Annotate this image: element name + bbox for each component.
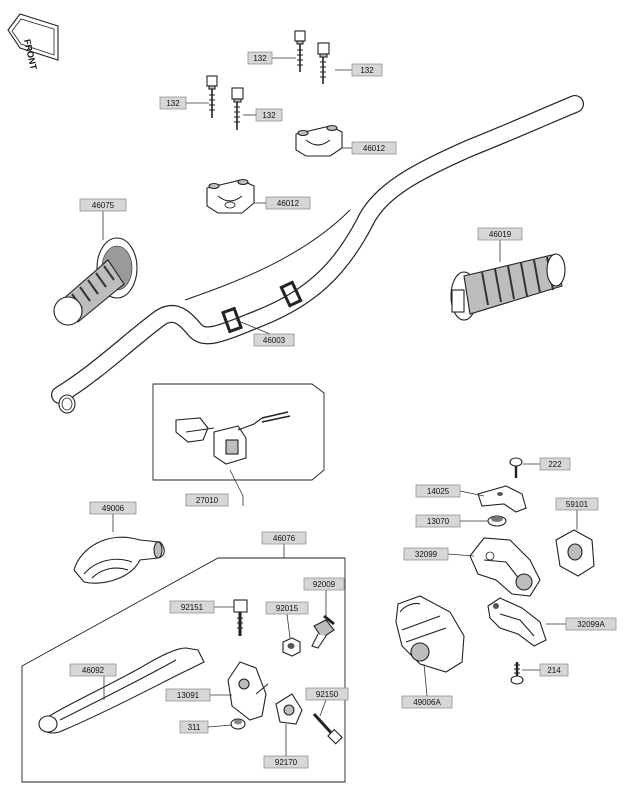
right-grip-46019-part <box>450 253 566 321</box>
lever-assembly-46076-frame <box>21 557 346 783</box>
plate-14025-part <box>477 485 527 513</box>
part-label-92015: 92015 <box>265 601 309 615</box>
svg-text:92170: 92170 <box>275 758 298 767</box>
part-label-27010: 27010 <box>185 493 229 507</box>
svg-text:46076: 46076 <box>273 534 296 543</box>
handguard-49006-part <box>73 536 165 584</box>
svg-text:32099: 32099 <box>415 550 438 559</box>
lever-46092-part <box>38 647 205 734</box>
svg-text:46012: 46012 <box>363 144 386 153</box>
svg-text:92009: 92009 <box>313 580 336 589</box>
part-label-132: 132 <box>351 63 383 77</box>
svg-text:132: 132 <box>166 99 180 108</box>
part-label-132: 132 <box>159 96 187 110</box>
leader-lines <box>102 57 578 756</box>
part-label-92009: 92009 <box>303 577 345 591</box>
svg-text:222: 222 <box>548 460 562 469</box>
svg-text:92015: 92015 <box>276 604 299 613</box>
part-label-214: 214 <box>539 663 569 677</box>
svg-text:49006A: 49006A <box>413 698 441 707</box>
part-label-59101: 59101 <box>555 497 599 511</box>
part-label-46092: 46092 <box>69 663 117 677</box>
part-label-92151: 92151 <box>169 600 215 614</box>
part-label-13070: 13070 <box>415 514 461 528</box>
part-label-49006: 49006 <box>89 501 137 515</box>
clamp-92170-part <box>275 693 303 725</box>
bolt-132-part <box>294 30 306 72</box>
svg-text:132: 132 <box>253 54 267 63</box>
svg-text:46003: 46003 <box>263 336 286 345</box>
left-grip-46075-part <box>53 237 138 326</box>
bolt-132-part <box>231 87 244 130</box>
svg-text:32099A: 32099A <box>577 620 605 629</box>
part-label-46003: 46003 <box>253 333 295 347</box>
part-label-311: 311 <box>179 720 209 734</box>
part-label-14025: 14025 <box>415 484 461 498</box>
part-label-46075: 46075 <box>79 198 127 212</box>
part-label-13091: 13091 <box>165 688 211 702</box>
bolt-132-part <box>317 42 330 84</box>
svg-text:214: 214 <box>547 666 561 675</box>
part-label-46076: 46076 <box>261 531 307 545</box>
part-label-49006a: 49006A <box>401 695 453 709</box>
clamp-46012-part <box>206 178 255 214</box>
part-label-92170: 92170 <box>263 755 309 769</box>
clamp-46012-part <box>295 124 343 157</box>
housing-32099-part <box>469 537 541 597</box>
svg-text:92150: 92150 <box>316 690 339 699</box>
svg-text:92151: 92151 <box>181 603 204 612</box>
svg-text:46075: 46075 <box>92 201 115 210</box>
svg-text:46012: 46012 <box>277 199 300 208</box>
part-label-46012: 46012 <box>265 196 311 210</box>
adjuster-92009-part <box>311 614 335 649</box>
part-label-92150: 92150 <box>305 687 349 701</box>
svg-text:132: 132 <box>360 66 374 75</box>
nut-92015-part <box>282 637 301 657</box>
part-label-46012: 46012 <box>351 141 397 155</box>
screw-214-part <box>510 662 524 685</box>
holder-13091-part <box>227 661 269 721</box>
handlebar-46003-part <box>51 95 584 414</box>
part-label-132: 132 <box>247 51 273 65</box>
svg-text:46019: 46019 <box>489 230 512 239</box>
front-arrow-icon: FRONT <box>7 13 59 71</box>
svg-text:132: 132 <box>262 111 276 120</box>
svg-text:13091: 13091 <box>177 691 200 700</box>
bolt-92150-part <box>312 712 343 745</box>
cover-49006a-part <box>395 595 465 673</box>
collar-311-part <box>230 718 246 730</box>
svg-text:14025: 14025 <box>427 487 450 496</box>
part-label-132: 132 <box>255 108 283 122</box>
svg-text:13070: 13070 <box>427 517 450 526</box>
svg-text:27010: 27010 <box>196 496 219 505</box>
bolt-92151-part <box>233 599 248 636</box>
switch-27010-part <box>152 383 325 481</box>
callout-labels: 132 132 132 132 46012 46012 46075 46019 <box>69 51 617 769</box>
holder-59101-part <box>555 529 595 577</box>
screw-222-part <box>509 457 523 478</box>
part-label-32099a: 32099A <box>565 617 617 631</box>
part-label-46019: 46019 <box>477 227 523 241</box>
housing-32099a-part <box>487 597 547 647</box>
bolt-132-part <box>206 75 218 118</box>
svg-text:46092: 46092 <box>82 666 105 675</box>
svg-text:49006: 49006 <box>102 504 125 513</box>
svg-text:311: 311 <box>188 723 201 732</box>
ring-13070-part <box>487 515 507 527</box>
part-label-32099: 32099 <box>403 547 449 561</box>
part-label-222: 222 <box>539 457 571 471</box>
svg-text:59101: 59101 <box>566 500 589 509</box>
